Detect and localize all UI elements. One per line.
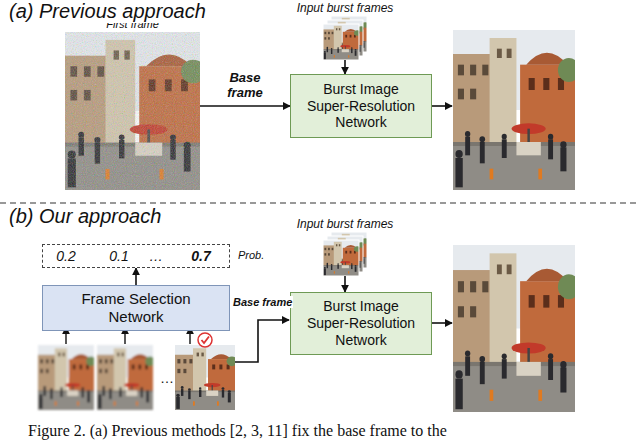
axis-label: Prob. [237,249,265,261]
box-label: Burst Image Super-Resolution Network [301,81,421,131]
frame-heading: Input burst frames [295,2,396,15]
box-label: Burst Image Super-Resolution Network [301,298,421,348]
process-box: Burst Image Super-Resolution Network [290,74,432,138]
connector-arrow [135,268,137,285]
burst-stack [323,16,368,60]
separator [0,202,640,203]
probability-value: 0.7 [191,248,210,264]
section-title: (b) Our approach [8,205,162,228]
section-title: (a) Previous approach [8,0,207,23]
connector-arrow [344,60,346,74]
image-frame: First frame [65,18,200,190]
frame-heading: Input burst frames [295,218,396,231]
edge-label: Base frame [217,70,273,101]
probability-value: 0.1 [109,248,128,264]
probability-value: 0.2 [56,248,75,264]
box-text-group: Burst Image Super-Resolution Network [301,298,421,348]
process-box: Frame Selection Network [42,285,230,331]
burst-stack [323,232,368,276]
box-text-group: Frame Selection Network [73,290,199,326]
box-label: Frame Selection Network [73,290,199,326]
base-frame-arrow [235,320,289,362]
connector-arrow [344,276,346,292]
image-frame: Input burst frames [290,2,400,60]
probability-box: 0.2 0.1 … 0.7 [42,244,230,268]
check-mark [198,333,212,347]
candidate-frames [38,345,237,410]
output-arrow [432,322,452,324]
output-image [453,245,580,412]
output-arrow [432,105,452,107]
image-frame: Input burst frames [290,218,400,276]
arrow-label: Base frame [232,296,293,308]
ellipsis-label: … [159,370,175,386]
connector-arrow [200,105,290,107]
output-image [453,30,580,190]
figure-caption: Figure 2. (a) Previous methods [2, 3, 11… [28,422,447,440]
probability-value: … [149,248,163,264]
first-frame-image [65,32,205,190]
box-text-group: Burst Image Super-Resolution Network [301,81,421,131]
process-box: Burst Image Super-Resolution Network [290,292,432,355]
